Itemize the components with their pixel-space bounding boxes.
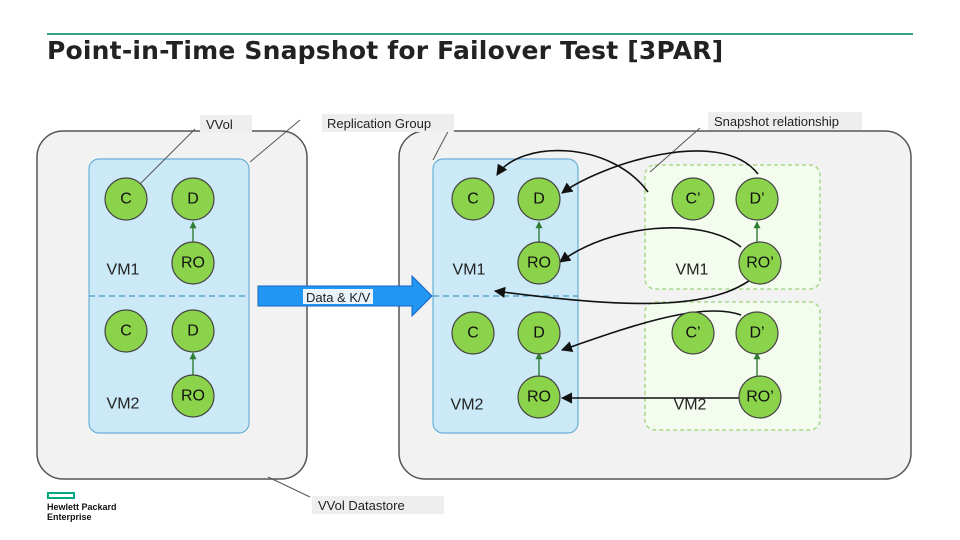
- title-rule: [47, 33, 913, 35]
- source-vm1-data-label: D: [187, 191, 199, 208]
- replication-group-label: Replication Group: [327, 116, 431, 131]
- snapshot-vm1-config-label: C’: [685, 191, 700, 208]
- snapshot-vm1-ro-label: RO’: [746, 255, 774, 272]
- data-kv-label-bg: [303, 289, 373, 304]
- target-vm2-data-label: D: [533, 325, 545, 342]
- snapshot-relationship-callout-line: [649, 127, 701, 173]
- vvol-datastore-label: VVol Datastore: [318, 498, 405, 513]
- snapshot-panel-vm2: [644, 301, 821, 431]
- snapshot-vm1-data-label: D’: [749, 191, 764, 208]
- target-vm1-data-label: D: [533, 191, 545, 208]
- source-vm2-ro-label: RO: [181, 388, 205, 405]
- vvol-label-bg: [200, 115, 252, 133]
- snapshot-arrow-d-vm1: [561, 150, 759, 194]
- target-vm2-label: VM2: [451, 397, 484, 414]
- source-vm2-label: VM2: [107, 396, 140, 413]
- vvol-datastore-callout-line: [267, 476, 311, 498]
- snapshot-vm1-ro-vvol: [738, 241, 782, 285]
- target-vm2-data-vvol: [517, 311, 561, 355]
- source-vm1-ro-label: RO: [181, 255, 205, 272]
- source-vm1-config-label: C: [120, 191, 132, 208]
- data-kv-label: Data & K/V: [306, 290, 371, 305]
- vvol-label: VVol: [206, 117, 233, 132]
- target-vm2-ro-label: RO: [527, 389, 551, 406]
- source-vm1-config-vvol: [104, 177, 148, 221]
- snapshot-arrow-d-vm2: [560, 310, 742, 353]
- replication-group-callout-line-left: [249, 119, 301, 163]
- hpe-logo-line2: Enterprise: [47, 512, 92, 522]
- replication-group-label-bg: [322, 114, 454, 132]
- vvol-callout-line: [139, 128, 196, 185]
- target-vm1-config-label: C: [467, 191, 479, 208]
- snapshot-relationship-label-bg: [708, 112, 862, 130]
- target-vm2-config-vvol: [451, 311, 495, 355]
- target-vm1-data-vvol: [517, 177, 561, 221]
- snapshot-relationship-label: Snapshot relationship: [714, 114, 839, 129]
- target-vm2-ro-vvol: [517, 375, 561, 419]
- snapshot-vm1-label: VM1: [676, 262, 709, 279]
- source-vm2-ro-vvol: [171, 374, 215, 418]
- target-vm1-ro-vvol: [517, 241, 561, 285]
- snapshot-vm2-data-vvol: [735, 311, 779, 355]
- source-vm2-config-vvol: [104, 309, 148, 353]
- page-title: Point-in-Time Snapshot for Failover Test…: [47, 36, 724, 65]
- target-vm2-config-label: C: [467, 325, 479, 342]
- snapshot-arrow-ro-vm1: [559, 227, 742, 263]
- hpe-logo-line1: Hewlett Packard: [47, 502, 117, 512]
- snapshot-arrow-vm1-config: [493, 271, 761, 305]
- target-vm1-config-vvol: [451, 177, 495, 221]
- snapshot-vm2-ro-label: RO’: [746, 389, 774, 406]
- snapshot-vm2-ro-vvol: [738, 375, 782, 419]
- snapshot-vm1-config-vvol: [671, 177, 715, 221]
- snapshot-vm2-config-label: C’: [685, 325, 700, 342]
- snapshot-vm2-label: VM2: [674, 397, 707, 414]
- source-vm1-data-vvol: [171, 177, 215, 221]
- source-vm2-data-label: D: [187, 323, 199, 340]
- snapshot-vm1-data-vvol: [735, 177, 779, 221]
- source-vm2-data-vvol: [171, 309, 215, 353]
- hpe-logo-mark: [47, 492, 75, 499]
- vvol-datastore-label-bg: [312, 496, 444, 514]
- target-vm1-label: VM1: [453, 262, 486, 279]
- hpe-logo: Hewlett Packard Enterprise: [47, 492, 117, 522]
- target-vm1-ro-label: RO: [527, 255, 551, 272]
- source-vm2-config-label: C: [120, 323, 132, 340]
- snapshot-vm2-data-label: D’: [749, 325, 764, 342]
- snapshot-arrow-c-vm1: [496, 149, 649, 193]
- snapshot-vm2-config-vvol: [671, 311, 715, 355]
- source-vm1-ro-vvol: [171, 241, 215, 285]
- source-vm1-label: VM1: [107, 262, 140, 279]
